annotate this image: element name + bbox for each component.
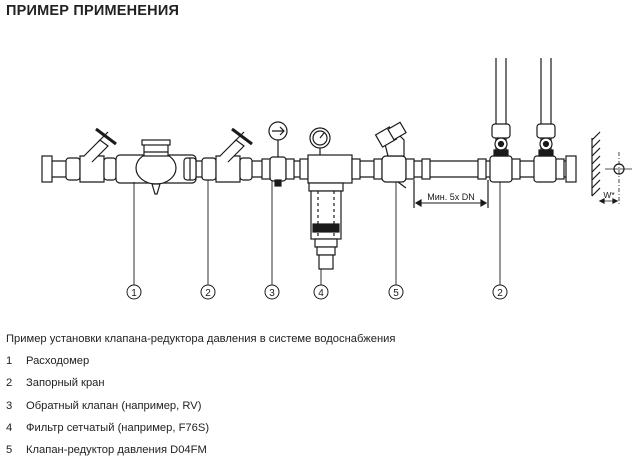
legend-item: 2 Запорный кран (6, 377, 209, 399)
installation-diagram: 1 2 3 4 5 2 Мин. 5x DN W* (41, 58, 632, 300)
callout-2: 2 (205, 288, 211, 299)
water-meter-icon (115, 139, 197, 195)
w-label: W* (603, 190, 615, 200)
callout-1: 1 (131, 288, 137, 299)
legend-text: Клапан-редуктор давления D04FM (26, 444, 207, 457)
page-title: ПРИМЕР ПРИМЕНЕНИЯ (6, 3, 180, 19)
legend-text: Запорный кран (26, 377, 105, 390)
callout-circles (126, 284, 508, 300)
legend-item: 4 Фильтр сетчатый (например, F76S) (6, 422, 209, 444)
callout-5: 5 (393, 288, 399, 299)
legend-number: 4 (6, 421, 13, 434)
legend-text: Фильтр сетчатый (например, F76S) (26, 421, 210, 434)
legend-number: 3 (6, 399, 13, 412)
stop-valve-left-icon (65, 127, 117, 183)
legend-item: 1 Расходомер (6, 355, 209, 377)
legend-text: Обратный клапан (например, RV) (26, 399, 202, 412)
dimension-label: Мин. 5x DN (427, 192, 475, 202)
dimension-min-5dn (413, 180, 489, 208)
stop-valve-icon (201, 127, 253, 183)
legend-number: 1 (6, 355, 13, 367)
vertical-risers (491, 58, 556, 157)
legend-number: 5 (6, 444, 13, 457)
legend: 1 Расходомер 2 Запорный кран 3 Обратный … (6, 355, 209, 466)
filter-icon (299, 127, 361, 270)
check-valve-icon (261, 121, 295, 187)
callout-2b: 2 (497, 288, 503, 299)
legend-text: Расходомер (26, 355, 90, 367)
legend-item: 5 Клапан-редуктор давления D04FM (6, 444, 209, 466)
legend-item: 3 Обратный клапан (например, RV) (6, 400, 209, 422)
diagram-caption: Пример установки клапана-редуктора давле… (6, 333, 396, 345)
pipe-fittings-right (421, 155, 565, 183)
leader-lines (133, 180, 501, 285)
wall-hatching (591, 131, 601, 197)
centerline-marker (598, 152, 632, 206)
legend-number: 2 (6, 377, 13, 390)
callout-4: 4 (318, 288, 324, 299)
pressure-reducer-icon (373, 121, 415, 189)
callout-3: 3 (269, 288, 275, 299)
